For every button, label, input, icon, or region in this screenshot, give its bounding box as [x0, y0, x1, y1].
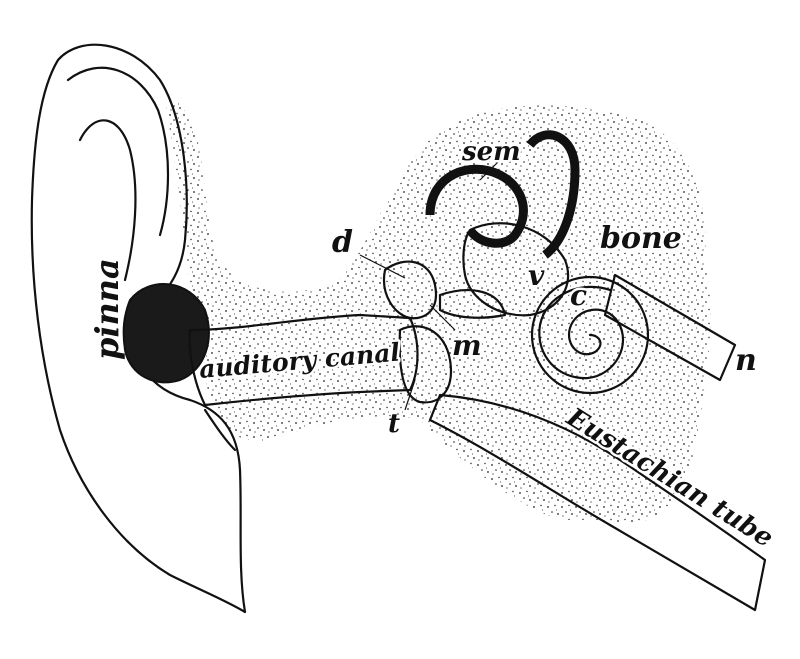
- label-bone-ink: bone: [600, 221, 682, 256]
- label-d: d: [332, 225, 353, 260]
- malleus-incus: [382, 260, 438, 320]
- label-m-ink: m: [452, 329, 482, 362]
- cochlea-spiral: [538, 285, 624, 380]
- label-t: t: [388, 409, 400, 439]
- label-c-ink: c: [570, 279, 587, 312]
- leader-m: [429, 304, 456, 331]
- semicircular-canal-loop-1: [425, 164, 528, 248]
- ossicles: [382, 260, 507, 320]
- pinna-helix-rim: [66, 66, 170, 237]
- semicircular-canal-loop-2: [526, 130, 580, 259]
- leader-sem: [479, 159, 501, 181]
- auditory-nerve: [603, 273, 737, 382]
- label-bone: bone: [600, 221, 682, 256]
- label-n: n: [735, 343, 757, 378]
- vestibule: [462, 222, 570, 317]
- earlobe-notch: [203, 408, 237, 452]
- label-v: v: [528, 259, 545, 292]
- cochlea: [530, 275, 650, 395]
- leader-lines: [359, 159, 501, 411]
- concha: [122, 283, 210, 384]
- cochlea-outer: [530, 275, 650, 395]
- label-sem-ink: sem: [461, 137, 521, 167]
- pinna: [30, 43, 247, 614]
- label-sem: sem: [461, 137, 521, 167]
- leader-d: [359, 254, 406, 279]
- stapes: [438, 289, 507, 319]
- label-c: c: [570, 279, 587, 312]
- eustachian-tube-shape: [428, 393, 767, 612]
- label-pinna: pinna: [88, 258, 126, 360]
- pinna-antihelix: [78, 119, 137, 282]
- label-v-ink: v: [528, 259, 545, 292]
- leader-t: [404, 379, 416, 411]
- pinna-outline: [30, 43, 247, 614]
- label-m: m: [452, 329, 482, 362]
- auditory-canal: [188, 313, 419, 407]
- semicircular-canals: [425, 130, 580, 317]
